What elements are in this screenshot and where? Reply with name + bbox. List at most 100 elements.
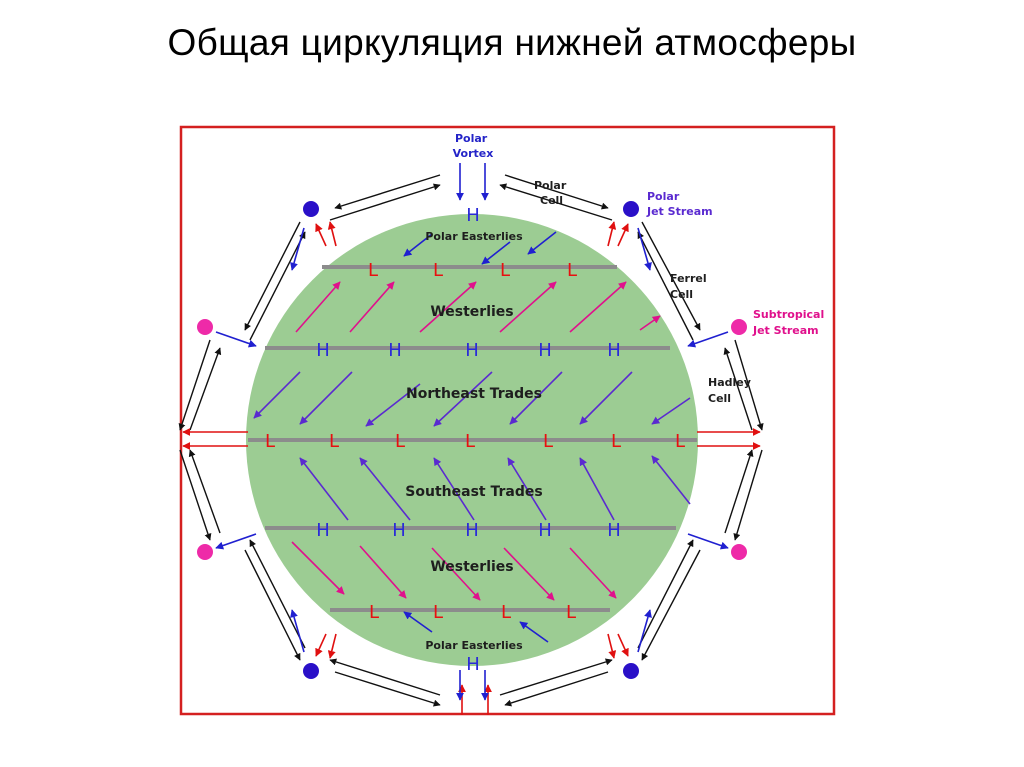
high-pressure-label: H	[466, 654, 480, 675]
low-pressure-label: L	[611, 431, 621, 452]
label-northeast-trades: Northeast Trades	[406, 386, 542, 402]
wind-arrow	[299, 371, 353, 425]
wind-arrow	[509, 371, 563, 425]
circulation-arrow	[687, 533, 729, 550]
circulation-arrow	[641, 221, 701, 331]
slide-title: Общая циркуляция нижней атмосферы	[167, 22, 857, 63]
high-pressure-label: H	[465, 340, 479, 361]
circulation-arrow	[637, 539, 694, 649]
circulation-arrow	[315, 633, 327, 657]
wind-arrow	[419, 281, 477, 333]
circulation-arrow	[178, 339, 211, 431]
wind-arrow	[481, 241, 511, 265]
subtropical-jet-dots	[197, 319, 747, 560]
high-pressure-label: H	[538, 340, 552, 361]
circulation-arrow	[327, 221, 337, 247]
circulation-arrow	[504, 174, 609, 210]
circulation-arrow	[249, 231, 306, 341]
label-subtropical-jet-stream: Subtropical Jet Stream	[752, 308, 828, 337]
circulation-arrow	[617, 633, 629, 657]
circulation-arrow	[179, 449, 212, 541]
circulation-arrow	[315, 223, 327, 247]
low-pressure-label: L	[265, 431, 275, 452]
circulation-arrow	[290, 227, 305, 271]
wind-arrow	[579, 371, 633, 425]
wind-arrow	[291, 541, 345, 595]
wind-arrow	[651, 397, 691, 425]
label-hadley-cell: Hadley Cell	[708, 376, 755, 405]
high-pressure-label: H	[607, 520, 621, 541]
wind-arrow	[433, 457, 475, 521]
wind-arrow	[403, 233, 433, 257]
label-southeast-trades: Southeast Trades	[405, 484, 542, 500]
circulation-arrow	[723, 347, 753, 431]
low-pressure-label: L	[465, 431, 475, 452]
high-pressure-label: H	[465, 520, 479, 541]
wind-arrow	[519, 621, 549, 643]
wind-arrow	[295, 281, 341, 333]
wind-arrow	[527, 231, 557, 255]
surface-wind-arrows	[253, 231, 691, 643]
label-polar-cell: Polar Cell	[534, 179, 570, 207]
wind-arrow	[403, 611, 433, 633]
high-pressure-label: H	[316, 340, 330, 361]
low-pressure-label: L	[433, 602, 443, 623]
circulation-arrow	[499, 183, 613, 221]
circulation-arrow	[499, 658, 613, 696]
label-ferrel-cell: Ferrel Cell	[670, 272, 710, 301]
pressure-bands	[248, 265, 697, 612]
label-polar-easterlies-south: Polar Easterlies	[425, 639, 523, 652]
circulation-arrow	[733, 449, 763, 541]
low-pressure-label: L	[566, 602, 576, 623]
circulation-arrow	[329, 183, 441, 221]
circulation-arrow	[504, 671, 609, 707]
polar-jet-dots	[303, 201, 639, 679]
low-pressure-label: L	[567, 260, 577, 281]
wind-arrow	[569, 547, 617, 599]
low-pressure-label: L	[395, 431, 405, 452]
high-pressure-label: H	[466, 205, 480, 226]
label-polar-vortex: Polar Vortex	[453, 132, 494, 160]
circulation-arrow	[215, 533, 257, 550]
wind-arrow	[431, 547, 481, 601]
circulation-arrow	[617, 223, 629, 247]
label-polar-easterlies-north: Polar Easterlies	[425, 230, 523, 243]
wind-arrow	[579, 457, 615, 521]
low-pressure-label: L	[368, 260, 378, 281]
label-westerlies-north: Westerlies	[430, 304, 513, 320]
wind-arrow	[349, 281, 395, 333]
low-pressure-label: L	[433, 260, 443, 281]
low-pressure-label: L	[501, 602, 511, 623]
low-pressure-label: L	[369, 602, 379, 623]
circulation-arrow	[637, 231, 694, 341]
wind-arrow	[507, 457, 547, 521]
circulation-arrow	[329, 658, 441, 696]
wind-arrow	[433, 371, 493, 427]
label-westerlies-south: Westerlies	[430, 559, 513, 575]
wind-arrow	[359, 545, 407, 599]
circulation-arrow	[290, 609, 305, 653]
wind-arrow	[639, 315, 661, 331]
wind-arrow	[569, 281, 627, 333]
low-pressure-label: L	[329, 431, 339, 452]
wind-arrow	[253, 371, 301, 419]
wind-arrow	[651, 455, 691, 505]
wind-arrow	[299, 457, 349, 521]
circulation-arrow	[189, 347, 222, 431]
high-pressure-label: H	[388, 340, 402, 361]
high-pressure-label: H	[316, 520, 330, 541]
wind-arrow	[499, 281, 557, 333]
circulation-arrow	[724, 449, 754, 534]
circulation-arrow	[244, 549, 301, 661]
circulation-arrow	[188, 449, 221, 534]
outer-circulation-arrows	[178, 163, 764, 715]
low-pressure-label: L	[543, 431, 553, 452]
circulation-arrow	[687, 331, 729, 348]
circulation-arrow	[215, 331, 257, 348]
diagram-frame	[179, 125, 836, 716]
label-polar-jet-stream: Polar Jet Stream	[646, 190, 713, 218]
high-pressure-label: H	[392, 520, 406, 541]
low-pressure-label: L	[500, 260, 510, 281]
circulation-arrow	[334, 671, 441, 707]
circulation-arrow	[637, 609, 652, 653]
